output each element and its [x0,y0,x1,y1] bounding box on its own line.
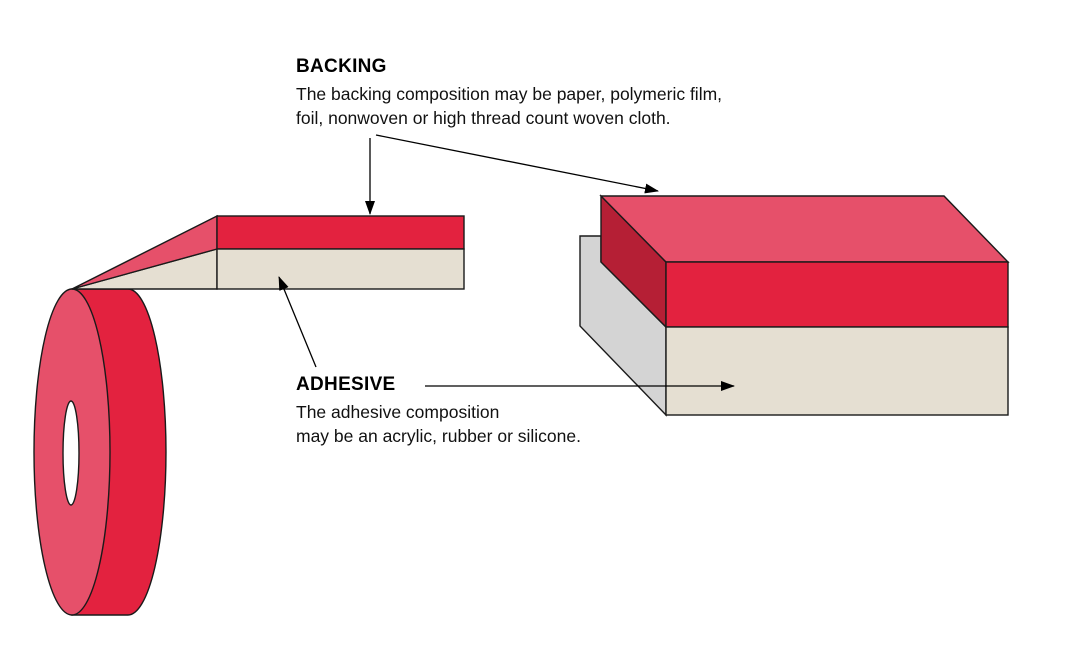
adhesive-arrow-to-strip [278,276,317,368]
block-adhesive-front [665,326,1009,416]
adhesive-description-line: The adhesive composition [296,402,500,422]
strip-backing-layer [216,215,465,250]
layer-block [579,194,1010,417]
unrolled-tape-strip [71,214,465,290]
backing-description-line: The backing composition may be paper, po… [296,84,723,104]
strip-adhesive-layer [216,248,465,290]
block-backing-top [599,195,1010,263]
backing-arrow-to-block [375,134,659,194]
backing-description-line: foil, nonwoven or high thread count wove… [296,108,671,128]
backing-description: The backing composition may be paper, po… [296,82,722,130]
block-backing-front [665,261,1009,328]
backing-heading: BACKING [296,56,387,77]
adhesive-description: The adhesive composition may be an acryl… [296,400,581,448]
adhesive-heading: ADHESIVE [296,374,396,395]
tape-roll [33,288,167,616]
callout-arrows [278,134,735,391]
tape-roll-core [62,400,80,506]
adhesive-description-line: may be an acrylic, rubber or silicone. [296,426,581,446]
